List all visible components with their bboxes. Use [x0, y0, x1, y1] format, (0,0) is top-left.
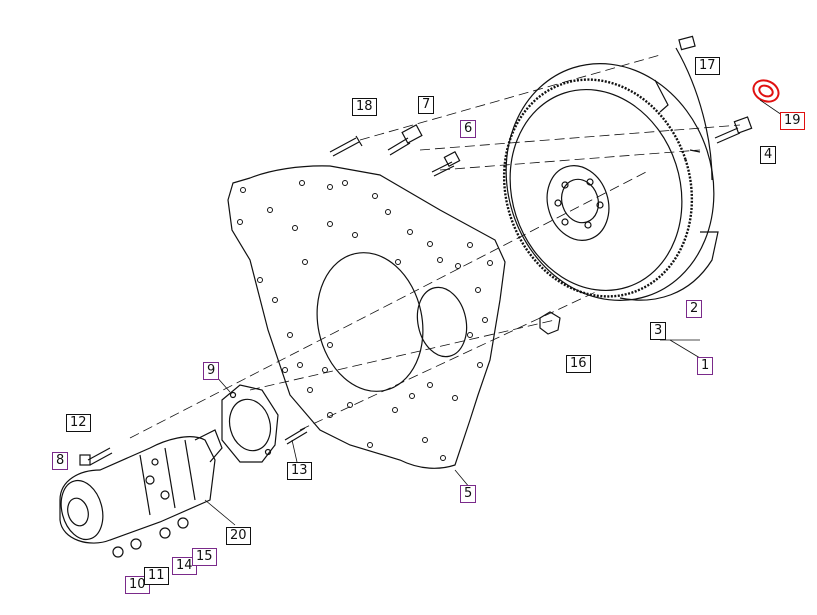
ring-19-part[interactable] [750, 76, 782, 105]
callout-2[interactable]: 2 [686, 300, 703, 318]
flywheel[interactable] [476, 36, 744, 327]
dowel-pin-17[interactable] [678, 35, 696, 51]
washer-15[interactable] [177, 517, 189, 529]
callout-20[interactable]: 20 [226, 527, 251, 545]
callout-4[interactable]: 4 [760, 146, 777, 164]
leader-lines [204, 99, 783, 526]
callout-18[interactable]: 18 [352, 98, 377, 116]
callout-14[interactable]: 14 [172, 557, 197, 575]
plate-bolt-holes [237, 180, 493, 461]
starter-gasket[interactable] [221, 384, 279, 463]
callout-7[interactable]: 7 [418, 96, 435, 114]
callout-15[interactable]: 15 [192, 548, 217, 566]
dowel-pin-16[interactable] [539, 311, 561, 335]
nut-10[interactable] [112, 546, 124, 558]
plate-main-bore [316, 252, 424, 392]
callout-1[interactable]: 1 [697, 357, 714, 375]
callout-11[interactable]: 11 [144, 567, 169, 585]
callout-10[interactable]: 10 [125, 576, 150, 594]
callout-19[interactable]: 19 [780, 112, 805, 130]
bolt-12[interactable] [79, 447, 113, 466]
callout-17[interactable]: 17 [695, 57, 720, 75]
bolt-4[interactable] [714, 116, 753, 144]
bolt-7[interactable] [387, 124, 423, 156]
callout-12[interactable]: 12 [66, 414, 91, 432]
callout-8[interactable]: 8 [52, 452, 69, 470]
nut-14[interactable] [159, 527, 171, 539]
adapter-plate[interactable] [227, 165, 506, 469]
callout-16[interactable]: 16 [566, 355, 591, 373]
assembly-axes [129, 54, 741, 439]
callout-6[interactable]: 6 [460, 120, 477, 138]
bolt-13[interactable] [284, 427, 308, 445]
washer-11[interactable] [130, 538, 142, 550]
bolt-6[interactable] [431, 150, 461, 177]
starter-motor[interactable] [55, 429, 223, 544]
bolt-18[interactable] [329, 135, 363, 157]
plate-starter-bore [416, 286, 468, 358]
callout-5[interactable]: 5 [460, 485, 477, 503]
callout-3[interactable]: 3 [650, 322, 667, 340]
callout-13[interactable]: 13 [287, 462, 312, 480]
callout-9[interactable]: 9 [203, 362, 220, 380]
